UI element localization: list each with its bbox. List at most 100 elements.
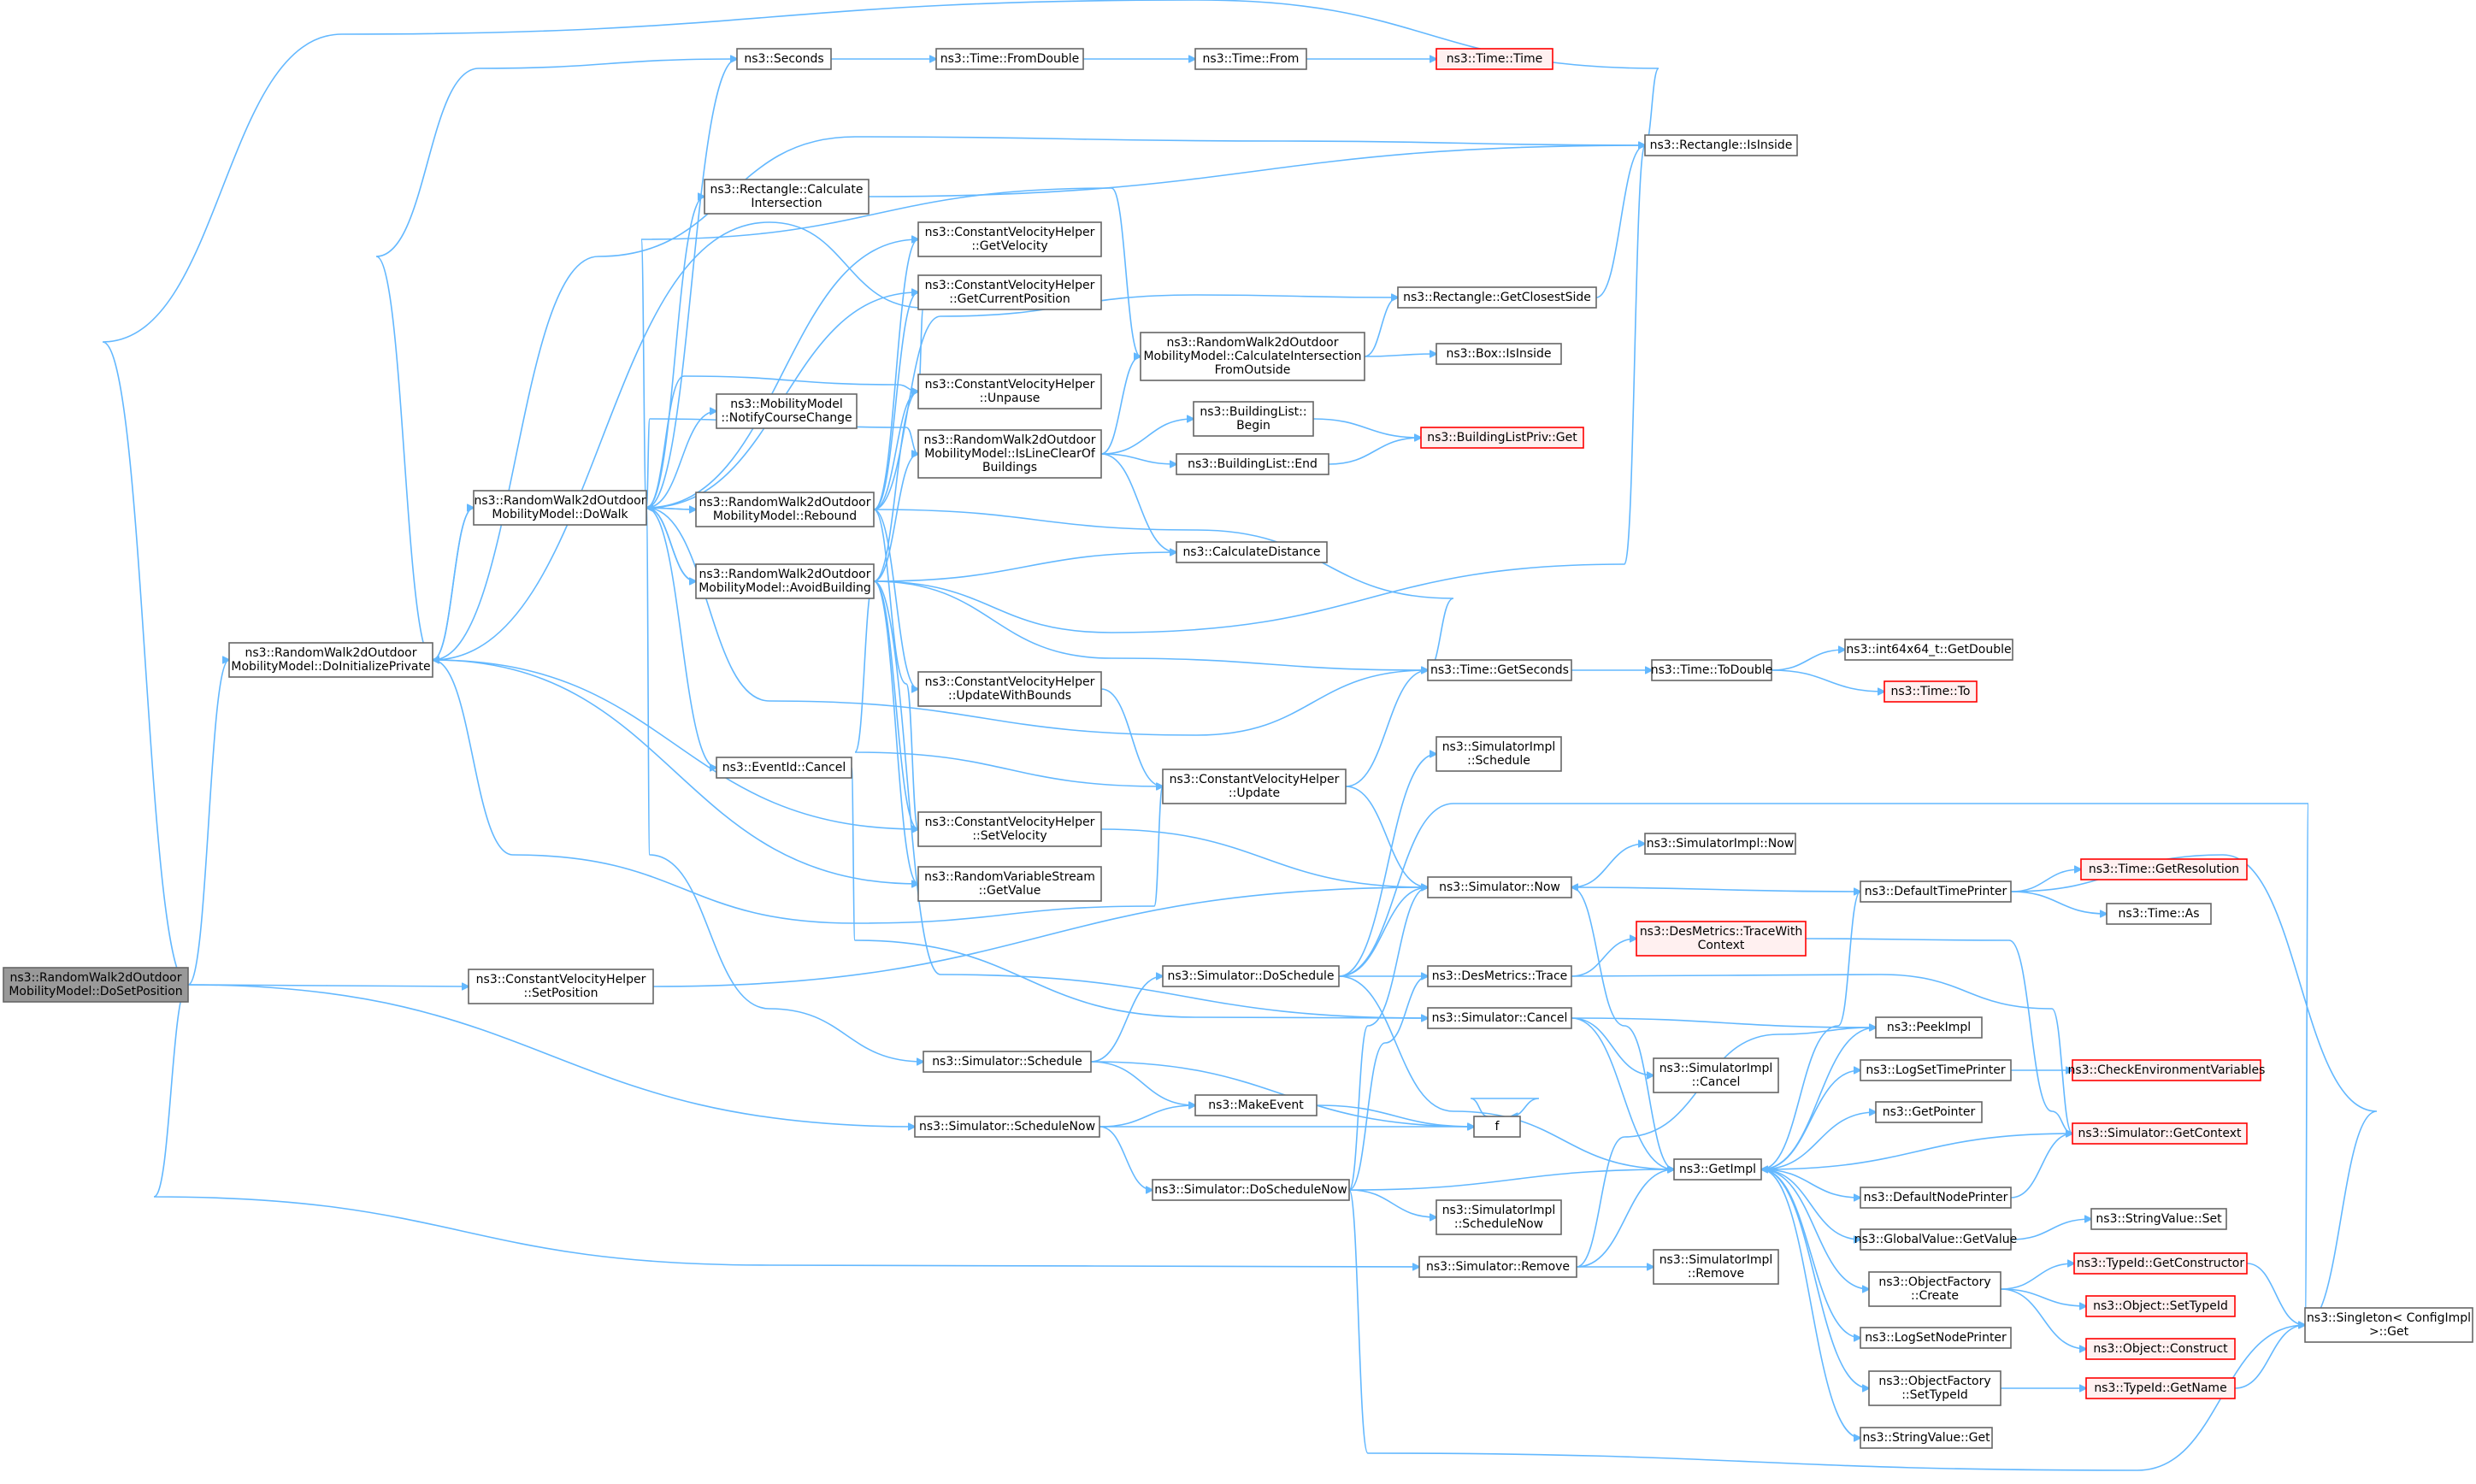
node-TimeAs[interactable]: ns3::Time::As xyxy=(2106,903,2212,925)
edge-DoWalk-to-NotifyCourseChange xyxy=(646,411,716,509)
node-GetVelocity[interactable]: ns3::ConstantVelocityHelper::GetVelocity xyxy=(917,221,1102,257)
node-GetCurrentPosition[interactable]: ns3::ConstantVelocityHelper::GetCurrentP… xyxy=(917,274,1102,310)
node-GetDouble[interactable]: ns3::int64x64_t::GetDouble xyxy=(1844,639,2013,661)
node-SimImplCancel[interactable]: ns3::SimulatorImpl::Cancel xyxy=(1653,1057,1779,1093)
node-DoInitializePrivate[interactable]: ns3::RandomWalk2dOutdoorMobilityModel::D… xyxy=(228,642,433,678)
node-IsLineClear[interactable]: ns3::RandomWalk2dOutdoorMobilityModel::I… xyxy=(917,429,1102,479)
node-GetConstructor[interactable]: ns3::TypeId::GetConstructor xyxy=(2073,1252,2248,1275)
node-ObjSetTypeId[interactable]: ns3::Object::SetTypeId xyxy=(2085,1295,2236,1317)
node-GetResolution[interactable]: ns3::Time::GetResolution xyxy=(2080,858,2248,880)
node-MakeEvent[interactable]: ns3::MakeEvent xyxy=(1194,1094,1318,1116)
node-Rebound[interactable]: ns3::RandomWalk2dOutdoorMobilityModel::R… xyxy=(695,492,875,527)
node-LogSetNodePrinter[interactable]: ns3::LogSetNodePrinter xyxy=(1860,1327,2012,1349)
node-DoScheduleNow[interactable]: ns3::Simulator::DoScheduleNow xyxy=(1152,1179,1350,1201)
node-SingletonGet[interactable]: ns3::Singleton< ConfigImpl >::Get xyxy=(2304,1307,2473,1343)
node-GetName[interactable]: ns3::TypeId::GetName xyxy=(2085,1377,2236,1399)
edge-ScheduleNow-to-MakeEvent xyxy=(1099,1105,1195,1128)
node-DesTrace[interactable]: ns3::DesMetrics::Trace xyxy=(1427,965,1572,987)
edge-CalcIntersectionFromOutside-to-GetClosestSide xyxy=(1364,297,1398,357)
node-GetContext[interactable]: ns3::Simulator::GetContext xyxy=(2072,1122,2248,1145)
node-label: ns3::ConstantVelocityHelper xyxy=(925,378,1095,392)
node-OFCreate[interactable]: ns3::ObjectFactory::Create xyxy=(1868,1271,2001,1307)
node-OFSetTypeId[interactable]: ns3::ObjectFactory::SetTypeId xyxy=(1868,1370,2001,1406)
edge-DesTrace-to-TraceWithContext xyxy=(1571,939,1636,977)
node-EventIdCancel[interactable]: ns3::EventId::Cancel xyxy=(716,757,852,779)
node-BLPrivGet[interactable]: ns3::BuildingListPriv::Get xyxy=(1420,427,1584,449)
node-SetVelocity[interactable]: ns3::ConstantVelocityHelper::SetVelocity xyxy=(917,811,1102,847)
edge-AvoidBuilding-to-GetSeconds xyxy=(873,580,1428,670)
edge-DoInitializePrivate-to-RectIsInside xyxy=(432,136,1645,661)
node-SimImplScheduleNow[interactable]: ns3::SimulatorImpl::ScheduleNow xyxy=(1435,1199,1562,1235)
node-SimCancel[interactable]: ns3::Simulator::Cancel xyxy=(1427,1007,1572,1029)
node-SimImplSchedule[interactable]: ns3::SimulatorImpl::Schedule xyxy=(1435,736,1562,772)
node-LogSetTimePrinter[interactable]: ns3::LogSetTimePrinter xyxy=(1860,1059,2012,1081)
edge-SimSchedule-to-MakeEvent xyxy=(1090,1061,1195,1105)
node-box xyxy=(1152,1179,1350,1201)
node-GetImpl[interactable]: ns3::GetImpl xyxy=(1673,1158,1762,1181)
node-AvoidBuilding[interactable]: ns3::RandomWalk2dOutdoorMobilityModel::A… xyxy=(695,563,875,599)
node-SetPosition[interactable]: ns3::ConstantVelocityHelper::SetPosition xyxy=(468,969,654,1004)
node-box xyxy=(1162,768,1347,804)
node-label: ::Update xyxy=(1229,786,1280,800)
node-FromDouble[interactable]: ns3::Time::FromDouble xyxy=(935,48,1084,70)
node-label: ::Unpause xyxy=(980,392,1041,405)
node-SimImplRemove[interactable]: ns3::SimulatorImpl::Remove xyxy=(1653,1249,1779,1285)
node-GVGetValue[interactable]: ns3::GlobalValue::GetValue xyxy=(1854,1228,2017,1251)
node-ScheduleNow[interactable]: ns3::Simulator::ScheduleNow xyxy=(914,1116,1100,1138)
node-box xyxy=(704,179,870,215)
node-ObjConstruct[interactable]: ns3::Object::Construct xyxy=(2085,1338,2236,1360)
node-StringValueSet[interactable]: ns3::StringValue::Set xyxy=(2090,1208,2227,1230)
node-box xyxy=(1860,1059,2012,1081)
node-label: ns3::Seconds xyxy=(744,52,823,66)
edge-SimSchedule-to-DoSchedule xyxy=(1090,976,1163,1063)
node-CVHUpdate[interactable]: ns3::ConstantVelocityHelper::Update xyxy=(1162,768,1347,804)
node-DefaultNodePrinter[interactable]: ns3::DefaultNodePrinter xyxy=(1860,1187,2012,1209)
node-box xyxy=(1418,1256,1577,1278)
edge-IsLineClear-to-BLBegin xyxy=(1100,419,1194,455)
node-TimeTime[interactable]: ns3::Time::Time xyxy=(1435,48,1553,70)
node-RVSGetValue[interactable]: ns3::RandomVariableStream::GetValue xyxy=(917,866,1102,902)
node-CalculateDistance[interactable]: ns3::CalculateDistance xyxy=(1176,541,1328,563)
node-NotifyCourseChange[interactable]: ns3::MobilityModel::NotifyCourseChange xyxy=(716,393,858,429)
node-DoSetPosition[interactable]: ns3::RandomWalk2dOutdoorMobilityModel::D… xyxy=(3,967,189,1003)
node-GetClosestSide[interactable]: ns3::Rectangle::GetClosestSide xyxy=(1397,286,1597,309)
node-box xyxy=(1860,880,2012,903)
node-SimSchedule[interactable]: ns3::Simulator::Schedule xyxy=(923,1051,1092,1073)
edge-AvoidBuilding-to-RVSGetValue xyxy=(873,580,918,884)
edge-AvoidBuilding-to-RectIsInside xyxy=(873,145,1645,633)
edge-GetImpl-to-DefaultTimePrinter xyxy=(1760,892,1860,1170)
node-GetSeconds[interactable]: ns3::Time::GetSeconds xyxy=(1427,659,1572,681)
node-TimeTo[interactable]: ns3::Time::To xyxy=(1884,680,1978,703)
node-Seconds[interactable]: ns3::Seconds xyxy=(736,48,832,70)
node-box xyxy=(917,811,1102,847)
edge-GetImpl-to-GetPointer xyxy=(1760,1112,1876,1170)
node-RectIsInside[interactable]: ns3::Rectangle::IsInside xyxy=(1644,134,1798,156)
node-label: ::Create xyxy=(1911,1289,1959,1303)
node-UpdateWithBounds[interactable]: ns3::ConstantVelocityHelper::UpdateWithB… xyxy=(917,671,1102,707)
node-BLEnd[interactable]: ns3::BuildingList::End xyxy=(1176,453,1329,475)
node-DefaultTimePrinter[interactable]: ns3::DefaultTimePrinter xyxy=(1860,880,2012,903)
node-BoxIsInside[interactable]: ns3::Box::IsInside xyxy=(1435,343,1562,365)
node-CheckEnvVars[interactable]: ns3::CheckEnvironmentVariables xyxy=(2068,1059,2266,1081)
node-RectCalcIntersection[interactable]: ns3::Rectangle::CalculateIntersection xyxy=(704,179,870,215)
node-DoSchedule[interactable]: ns3::Simulator::DoSchedule xyxy=(1162,965,1340,987)
node-label: ns3::LogSetTimePrinter xyxy=(1866,1063,2006,1077)
node-Unpause[interactable]: ns3::ConstantVelocityHelper::Unpause xyxy=(917,374,1102,409)
node-SimNow[interactable]: ns3::Simulator::Now xyxy=(1427,876,1572,898)
node-label: ns3::ObjectFactory xyxy=(1878,1275,1990,1289)
node-CalcIntersectionFromOutside[interactable]: ns3::RandomWalk2dOutdoorMobilityModel::C… xyxy=(1140,332,1365,381)
node-label: ns3::SimulatorImpl xyxy=(1660,1062,1773,1075)
node-TimeFrom[interactable]: ns3::Time::From xyxy=(1194,48,1307,70)
node-ToDouble[interactable]: ns3::Time::ToDouble xyxy=(1651,659,1773,681)
node-SimRemove[interactable]: ns3::Simulator::Remove xyxy=(1418,1256,1577,1278)
node-GetPointer[interactable]: ns3::GetPointer xyxy=(1875,1101,1983,1123)
node-BLBegin[interactable]: ns3::BuildingList::Begin xyxy=(1193,401,1314,437)
node-DoWalk[interactable]: ns3::RandomWalk2dOutdoorMobilityModel::D… xyxy=(473,490,647,526)
node-f[interactable]: f xyxy=(1473,1116,1521,1138)
node-label: ns3::ConstantVelocityHelper xyxy=(925,279,1095,292)
node-box xyxy=(1653,1249,1779,1285)
node-SimImplNow[interactable]: ns3::SimulatorImpl::Now xyxy=(1644,833,1796,855)
node-PeekImpl[interactable]: ns3::PeekImpl xyxy=(1875,1016,1983,1039)
node-StringValueGet[interactable]: ns3::StringValue::Get xyxy=(1860,1427,1993,1449)
